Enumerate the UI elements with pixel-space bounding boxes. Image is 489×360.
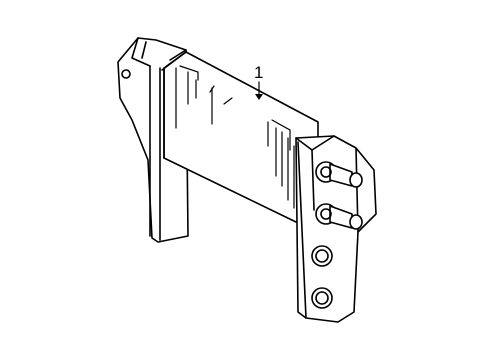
callout-1: 1	[254, 63, 263, 100]
arrowhead	[255, 94, 263, 100]
callout-label: 1	[254, 63, 263, 82]
bolt-hole	[121, 69, 131, 79]
upper-grommet	[311, 245, 333, 267]
lower-fitting	[315, 203, 363, 230]
lower-grommet	[311, 287, 333, 309]
upper-fitting	[315, 161, 363, 188]
right-mounting-bracket	[295, 135, 377, 323]
